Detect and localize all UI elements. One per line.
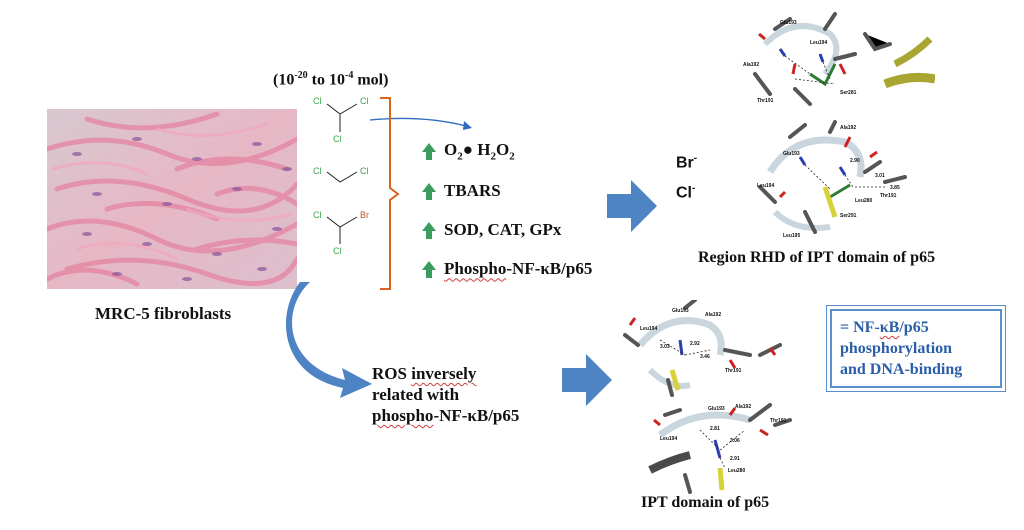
molecule-1-atom-2: Cl [360,96,369,106]
increase-arrow-icon [422,142,436,160]
result-box: = NF-κB/p65 phosphorylation and DNA-bind… [826,305,1006,392]
distance-label: 2.81 [710,426,720,432]
residue-label: Leu280 [855,198,872,204]
distance-label: 2.90 [850,158,860,164]
molecule-3-atom-3: Cl [333,246,342,256]
block-arrow-lower [562,354,612,406]
distance-label: 3.06 [730,438,740,444]
residue-label: Leu195 [783,233,800,239]
structure-top: Glu193 Leu194 Ala192 Thr191 Ser281 [743,12,935,106]
residue-label: Thr191 [725,368,742,374]
residue-label: Ser281 [840,90,857,96]
structure-rhd: Ala192 Glu193 2.90 3.01 3.85 Thr191 Leu1… [757,120,907,239]
effects-list: O2● H2O2 TBARS SOD, CAT, GPx Phospho-NF-… [422,140,592,279]
residue-label: Leu194 [660,436,677,442]
residue-label: Ala192 [743,62,759,68]
chloride-ion: Cl- [676,183,696,202]
ipt-caption: IPT domain of p65 [641,494,770,511]
distance-label: 3.03 [660,344,670,350]
curved-arrow [285,282,372,398]
distance-label: 3.01 [875,173,885,179]
residue-label: Ser291 [840,213,857,219]
residue-label: Ala192 [840,125,856,131]
residue-label: Glu193 [708,406,725,412]
molecule-2-atom-2: Cl [360,166,369,176]
residue-label: Ala192 [705,312,721,318]
halomethane-structures: Cl Cl Cl Cl Cl Cl Br Cl [313,96,369,256]
structure-ipt-2: Glu193 Ala192 Leu194 2.81 3.06 Thr191 2.… [648,403,792,494]
residue-label: Leu194 [640,326,657,332]
residue-label: Leu280 [728,468,745,474]
effect-phospho-nfkb: Phospho-NF-κB/p65 [422,259,592,279]
distance-label: 2.92 [690,341,700,347]
residue-label: Thr191 [770,418,787,424]
distance-label: 3.46 [700,354,710,360]
increase-arrow-icon [422,182,436,200]
residue-label: Glu193 [780,20,797,26]
molecule-3-atom-2: Br [360,210,369,220]
concentration-label: (10-20 to 10-4 mol) [273,70,389,89]
orange-bracket [380,97,400,290]
molecule-2-atom-1: Cl [313,166,322,176]
increase-arrow-icon [422,260,436,278]
bromide-ion: Br- [676,153,698,172]
residue-label: Thr191 [757,98,774,104]
distance-label: 2.91 [730,456,740,462]
effect-tbars: TBARS [422,181,592,201]
effect-ros: O2● H2O2 [422,140,592,162]
residue-label: Leu194 [810,40,827,46]
residue-label: Thr191 [880,193,897,199]
fibroblast-micrograph [44,109,300,289]
distance-label: 3.85 [890,185,900,191]
block-arrow-upper [607,180,657,232]
structure-ipt-1: Glu193 Ala192 Leu194 3.03 2.92 3.46 Thr1… [623,300,782,397]
molecule-1-atom-3: Cl [333,134,342,144]
small-blue-arrow [369,117,472,130]
molecule-3-atom-1: Cl [313,210,322,220]
molecule-1-atom-1: Cl [313,96,322,106]
ion-labels: Br- Cl- [676,146,697,207]
rhd-caption: Region RHD of IPT domain of p65 [698,249,936,266]
ros-relation-text: ROS inversely related with phospho-NF-κB… [372,364,520,425]
increase-arrow-icon [422,221,436,239]
residue-label: Glu193 [783,151,800,157]
residue-label: Glu193 [672,308,689,314]
effect-antioxidant-enzymes: SOD, CAT, GPx [422,220,592,240]
cell-label: MRC-5 fibroblasts [95,304,232,323]
residue-label: Ala192 [735,404,751,410]
residue-label: Leu194 [757,183,774,189]
